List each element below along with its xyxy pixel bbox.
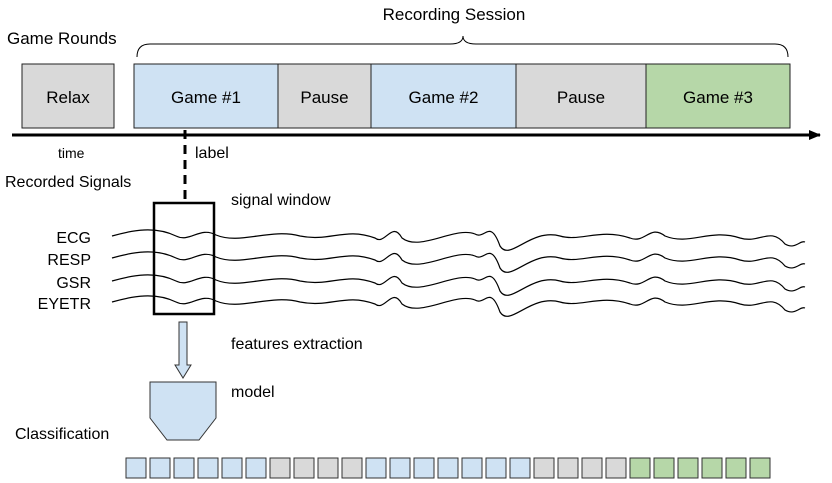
recording-session-brace bbox=[136, 35, 789, 58]
round-box-4 bbox=[370, 63, 517, 129]
recording-session-label: Recording Session bbox=[383, 5, 526, 24]
game-rounds-label: Game Rounds bbox=[7, 29, 117, 48]
classification-cell bbox=[245, 457, 267, 479]
signal-label-ecg: ECG bbox=[56, 230, 91, 247]
ecg-wave bbox=[111, 229, 806, 251]
signal-label-gsr: GSR bbox=[56, 275, 91, 292]
classification-cell bbox=[269, 457, 291, 479]
classification-cell bbox=[437, 457, 459, 479]
round-box-3 bbox=[277, 63, 372, 129]
classification-cell bbox=[221, 457, 243, 479]
time-label: time bbox=[58, 145, 85, 161]
label-text: label bbox=[195, 145, 229, 162]
round-label-5: Pause bbox=[557, 88, 605, 107]
classification-cell bbox=[197, 457, 219, 479]
classification-cell bbox=[509, 457, 531, 479]
signal-label-eyetr: EYETR bbox=[38, 296, 91, 313]
gsr-wave bbox=[111, 274, 806, 296]
classification-cell bbox=[725, 457, 747, 479]
round-label-4: Game #2 bbox=[409, 88, 479, 107]
round-box-2 bbox=[133, 63, 279, 129]
classification-cell bbox=[653, 457, 675, 479]
round-box-6 bbox=[645, 63, 791, 129]
classification-label: Classification bbox=[15, 426, 109, 443]
model-label: model bbox=[231, 384, 275, 401]
features-extraction-arrow bbox=[174, 321, 192, 379]
eyetr-wave bbox=[111, 295, 806, 317]
signal-window-box bbox=[152, 201, 216, 316]
classification-cell bbox=[125, 457, 147, 479]
resp-wave bbox=[111, 251, 806, 273]
classification-cell bbox=[461, 457, 483, 479]
classification-cell bbox=[173, 457, 195, 479]
classification-sequence bbox=[125, 457, 771, 479]
signal-label-resp: RESP bbox=[47, 252, 91, 269]
round-label-6: Game #3 bbox=[683, 88, 753, 107]
classification-cell bbox=[533, 457, 555, 479]
model-shape bbox=[149, 381, 217, 441]
round-label-2: Game #1 bbox=[171, 88, 241, 107]
classification-cell bbox=[341, 457, 363, 479]
signal-waves bbox=[111, 229, 806, 317]
classification-cell bbox=[293, 457, 315, 479]
round-box-1 bbox=[21, 63, 115, 129]
classification-cell bbox=[365, 457, 387, 479]
round-label-1: Relax bbox=[46, 88, 90, 107]
classification-cell bbox=[605, 457, 627, 479]
classification-cell bbox=[485, 457, 507, 479]
classification-cell bbox=[149, 457, 171, 479]
classification-cell bbox=[581, 457, 603, 479]
classification-cell bbox=[557, 457, 579, 479]
classification-cell bbox=[701, 457, 723, 479]
features-extraction-label: features extraction bbox=[231, 336, 363, 353]
round-box-5 bbox=[515, 63, 647, 129]
classification-cell bbox=[413, 457, 435, 479]
game-rounds-row: Relax Game #1 Pause Game #2 Pause Game #3 bbox=[21, 63, 791, 129]
classification-cell bbox=[317, 457, 339, 479]
classification-cell bbox=[389, 457, 411, 479]
classification-cell bbox=[749, 457, 771, 479]
recorded-signals-label: Recorded Signals bbox=[5, 174, 131, 191]
signal-window-label: signal window bbox=[231, 192, 331, 209]
classification-cell bbox=[677, 457, 699, 479]
round-label-3: Pause bbox=[300, 88, 348, 107]
classification-cell bbox=[629, 457, 651, 479]
signal-labels: ECG RESP GSR EYETR bbox=[38, 230, 91, 313]
